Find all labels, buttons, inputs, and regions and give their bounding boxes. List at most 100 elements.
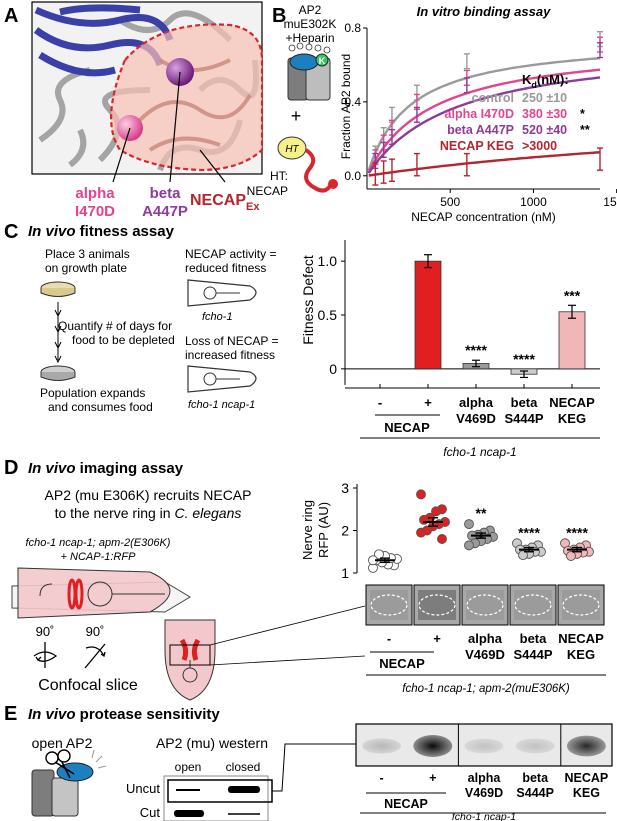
- panel-e-letter: E: [4, 703, 17, 725]
- panel-d-letter: D: [4, 457, 18, 479]
- legend-significance: *: [580, 107, 585, 121]
- nerve-ring-images: -+alphaV469DbetaS444PNECAPKEGNECAPfcho-1…: [365, 584, 606, 695]
- y-axis-label-line2: RFP (AU): [316, 502, 331, 558]
- label-beta-mutation: A447P: [142, 203, 188, 220]
- note1-line1: NECAP activity =: [185, 247, 276, 261]
- legend-series-name: beta A447P: [447, 123, 514, 137]
- y-tick-label: 0.4: [344, 95, 361, 109]
- rotation2-label: 90˚: [86, 624, 105, 639]
- plus-sign: +: [291, 106, 302, 126]
- data-point: [464, 519, 474, 530]
- y-tick-label: 0.8: [344, 21, 361, 35]
- kd-header: Kd(nM):: [522, 72, 569, 90]
- ap2-label: AP2: [299, 3, 322, 17]
- closed-uncut-band: [228, 786, 260, 793]
- x-axis-label: NECAP concentration (nM): [411, 210, 556, 224]
- legend-kd-value: >3000: [522, 139, 557, 153]
- rotation-icons: [33, 642, 106, 669]
- ht-label: HT:: [270, 169, 288, 183]
- step1-line2: on growth plate: [45, 261, 127, 275]
- data-point: [464, 540, 474, 551]
- row-uncut-label: Uncut: [126, 781, 160, 796]
- legend-significance: **: [580, 123, 590, 137]
- data-point: [419, 514, 429, 525]
- binding-curve-3: [368, 151, 601, 177]
- micrograph-4: [557, 584, 605, 626]
- heparin-label: +Heparin: [285, 31, 334, 45]
- panel-c-title-ital: In vivo: [28, 223, 76, 240]
- y-tick-label: 0.0: [344, 169, 361, 183]
- open-ap2-label: open AP2: [32, 735, 93, 751]
- panel-c: C In vivo fitness assay Place 3 animals …: [4, 221, 600, 459]
- note2-line1: Loss of NECAP =: [185, 334, 279, 348]
- significance-label: ****: [465, 342, 487, 358]
- panel-d-title: In vivo imaging assay: [28, 460, 184, 477]
- panel-c-letter: C: [4, 221, 18, 243]
- confocal-slice-label: Confocal slice: [38, 677, 138, 694]
- category-label: NECAP: [558, 631, 604, 646]
- label-alpha-mutation: I470D: [75, 203, 115, 220]
- data-point: [374, 549, 384, 560]
- panel-d-title-ital: In vivo: [28, 460, 76, 477]
- data-point: [416, 489, 426, 500]
- ap2-cartoon: K: [287, 42, 331, 101]
- significance-label: ****: [566, 524, 588, 540]
- worm-icon-1: [187, 279, 257, 307]
- category-label: V469D: [465, 647, 505, 662]
- y-tick-label: 1.0: [318, 253, 338, 269]
- worm2-genotype: fcho-1 ncap-1: [188, 399, 255, 411]
- panel-e-title: In vivo protease sensitivity: [28, 706, 220, 723]
- lane-label: beta: [522, 771, 549, 785]
- category-label: alpha: [459, 395, 494, 410]
- col-open-label: open: [175, 760, 202, 774]
- nerve-ring-outline: [562, 594, 600, 616]
- y-tick-label: 3: [341, 480, 349, 496]
- blot-band-3: [515, 738, 555, 754]
- step1-line1: Place 3 animals: [45, 247, 130, 261]
- panel-e-title-rest: protease sensitivity: [76, 706, 221, 723]
- step2-line2: food to be depleted: [72, 333, 175, 347]
- western-title: AP2 (mu) western: [156, 735, 268, 751]
- data-point: [518, 550, 528, 561]
- strain-line2: + NCAP-1:RFP: [61, 551, 137, 563]
- lane-label: alpha: [468, 771, 502, 785]
- kd-header-sub: d: [531, 80, 537, 90]
- label-necap-sub: Ex: [246, 201, 260, 213]
- nerve-ring-outline: [514, 594, 552, 616]
- western-blot: -+alphaV469DbetaS444PNECAPKEGNECAPfcho-1…: [355, 723, 613, 821]
- bar-4: [558, 311, 586, 370]
- genotype-label: fcho-1 ncap-1: [443, 445, 516, 459]
- step3-line2: and consumes food: [48, 400, 153, 414]
- y-axis-label: Fitness Defect: [300, 255, 316, 345]
- category-label: +: [433, 631, 441, 646]
- significance-label: ****: [518, 524, 540, 540]
- nerve-ring-outline: [418, 594, 456, 616]
- category-label: KEG: [558, 411, 586, 426]
- necap-label: NECAP: [247, 184, 288, 198]
- legend-kd-value: 520 ±40: [522, 123, 567, 137]
- binding-curve-2: [367, 76, 601, 174]
- nerve-ring-outline: [466, 594, 504, 616]
- y-tick-label: 0: [329, 361, 337, 377]
- y-tick-label: 2: [341, 523, 349, 539]
- genotype-label: fcho-1 ncap-1: [452, 811, 516, 821]
- ht-necap-cartoon: HT: [277, 136, 338, 193]
- worm-diagram-side: [11, 567, 191, 619]
- blot-band-1: [413, 735, 453, 757]
- x-tick-label: 1000: [520, 195, 547, 209]
- blot-band-0: [362, 738, 402, 754]
- legend-kd-value: 380 ±30: [522, 107, 567, 121]
- data-point: [566, 551, 576, 561]
- y-axis-label: Fraction AP2 bound: [339, 54, 353, 159]
- binding-curve-1: [367, 68, 601, 173]
- label-alpha: alpha: [75, 185, 115, 202]
- micrograph-2: [461, 584, 509, 626]
- y-tick-label: 0.5: [318, 307, 338, 323]
- data-point: [437, 534, 447, 544]
- panel-b-letter: B: [272, 5, 286, 27]
- panel-e-title-ital: In vivo: [28, 706, 76, 723]
